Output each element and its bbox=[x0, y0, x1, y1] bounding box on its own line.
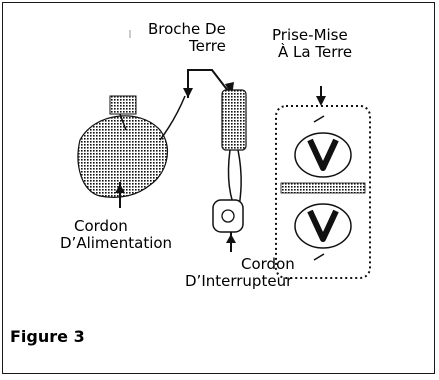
label-cordon-alimentation: Cordon D’Alimentation bbox=[60, 217, 172, 252]
label-cordon-interrupteur: Cordon D’Interrupteur bbox=[185, 256, 295, 290]
grounded-outlet-icon bbox=[275, 86, 371, 279]
power-cord-plug-icon bbox=[77, 95, 186, 205]
label-prise-mise-a-la-terre: Prise-Mise À La Terre bbox=[272, 27, 352, 61]
cordon-alimentation-arrow bbox=[115, 182, 125, 208]
figure-frame bbox=[2, 2, 435, 374]
label-alimentation-line2: D’Alimentation bbox=[60, 234, 173, 252]
label-broche-de-terre-line2: Terre bbox=[189, 37, 226, 55]
label-interrupteur-line1: Cordon bbox=[241, 255, 295, 273]
label-broche-de-terre-line1: Broche De bbox=[148, 20, 226, 38]
label-alimentation-line1: Cordon bbox=[74, 217, 128, 235]
label-broche-de-terre: Broche De Terre bbox=[148, 21, 226, 55]
label-prise-line1: Prise-Mise bbox=[272, 26, 348, 44]
label-prise-line2: À La Terre bbox=[278, 43, 353, 61]
label-interrupteur-line2: D’Interrupteur bbox=[185, 272, 293, 290]
switch-cord-icon bbox=[212, 89, 247, 252]
figure-caption: Figure 3 bbox=[10, 327, 85, 346]
